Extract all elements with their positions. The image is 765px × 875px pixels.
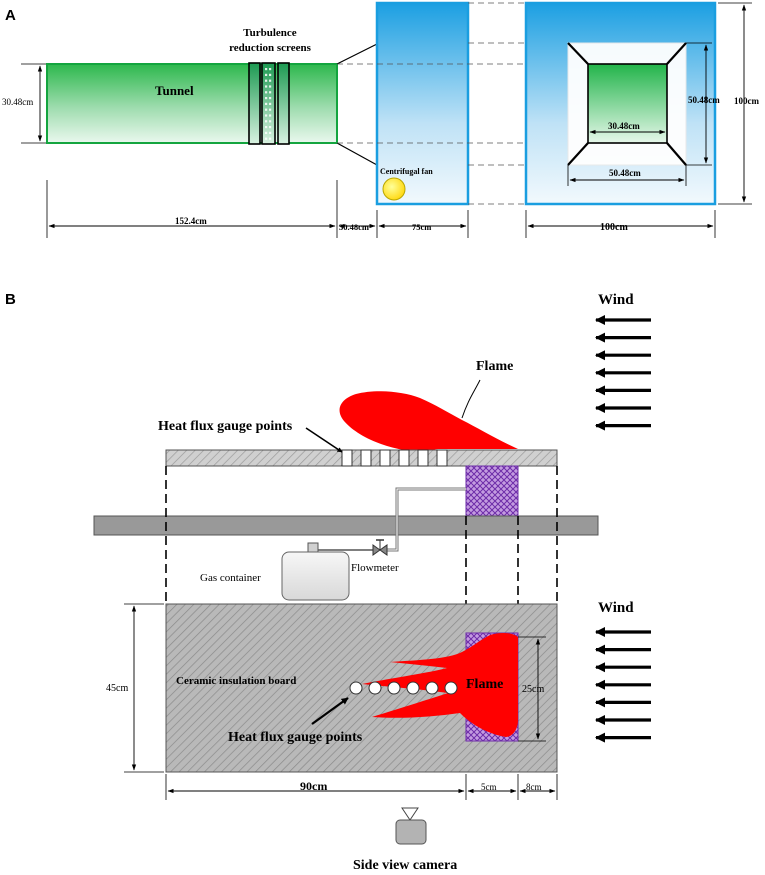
burner-width-label: 5cm: [481, 782, 497, 792]
flowmeter-valve: [372, 539, 388, 556]
gauge-slot: [436, 449, 448, 467]
board-height-label: 45cm: [106, 683, 128, 694]
wind-arrows-top: [594, 314, 651, 431]
flame-leader-line: [461, 379, 481, 419]
gauge-pointer-bottom: [311, 697, 349, 725]
screen-hole: [265, 73, 268, 76]
screen-hole: [265, 114, 268, 117]
screen-hole: [265, 91, 268, 94]
outlet-width-label: 100cm: [600, 222, 628, 233]
tunnel-label: Tunnel: [155, 83, 194, 98]
screen-hole: [269, 79, 272, 82]
screens-label-line1: Turbulence: [243, 27, 297, 39]
screens-label-line2: reduction screens: [229, 42, 311, 54]
centrifugal-fan: [382, 177, 406, 201]
inner-width-label: 30.48cm: [608, 121, 640, 131]
gauge-slot: [379, 449, 391, 467]
fan-box: [375, 1, 470, 206]
tunnel-height-label: 30.48cm: [2, 97, 33, 107]
frame-height-label: 50.48cm: [688, 95, 720, 105]
screen-hole: [265, 79, 268, 82]
gauge-point: [349, 681, 363, 695]
screen-hole: [269, 108, 272, 111]
gas-pipe-inner: [382, 488, 466, 551]
projection-lines: [337, 2, 526, 205]
screen-hole: [265, 97, 268, 100]
frame-corner-lines: [567, 42, 687, 166]
screen-hole: [269, 126, 272, 129]
screen-hole: [265, 120, 268, 123]
gauge-slot: [360, 449, 372, 467]
bottom-dimension-extensions: [46, 180, 716, 238]
burner-height-label: 25cm: [522, 684, 544, 695]
board-label: Ceramic insulation board: [176, 675, 296, 687]
screen-hole: [265, 68, 268, 71]
support-beam: [93, 515, 599, 536]
board-dimension-extensions: [165, 774, 558, 800]
screen-hole: [269, 102, 272, 105]
flowmeter-label: Flowmeter: [351, 562, 399, 574]
wind-label-top: Wind: [598, 292, 634, 308]
fan-box-label: 75cm: [412, 222, 431, 232]
screen-hole: [269, 85, 272, 88]
screen-hole: [269, 120, 272, 123]
contraction-line-bottom: [336, 142, 378, 166]
wind-label-bottom: Wind: [598, 600, 634, 616]
gauge-point: [406, 681, 420, 695]
gauge-label-bottom: Heat flux gauge points: [228, 730, 363, 745]
tunnel-length-label: 152.4cm: [175, 216, 207, 226]
burner-side-view: [465, 465, 519, 517]
camera-label: Side view camera: [353, 858, 457, 873]
panel-b-letter: B: [5, 291, 16, 308]
screen-hole: [269, 97, 272, 100]
flame-side-view: [339, 391, 518, 451]
tunnel-body: [46, 63, 338, 144]
screen-hole: [265, 108, 268, 111]
panel-a-letter: A: [5, 7, 16, 24]
outlet-inner-section: [587, 63, 668, 144]
gauge-slot: [398, 449, 410, 467]
screen-hole: [269, 91, 272, 94]
screen-hole: [265, 137, 268, 140]
screen-hole: [269, 73, 272, 76]
screen-hole: [269, 114, 272, 117]
flame-label-top: Flame: [476, 359, 513, 374]
gas-container-label: Gas container: [200, 572, 261, 584]
gas-container: [281, 551, 350, 601]
screen-hole: [269, 131, 272, 134]
screen-hole: [265, 126, 268, 129]
flame-label-bottom: Flame: [466, 677, 503, 692]
board-length-label: 90cm: [300, 779, 327, 793]
screen-hole: [265, 85, 268, 88]
gauge-point: [368, 681, 382, 695]
gauge-slots-side: [341, 449, 448, 467]
gauge-point: [425, 681, 439, 695]
gauge-label-top: Heat flux gauge points: [158, 419, 293, 434]
contraction-label: 30.48cm: [339, 222, 369, 232]
downstream-label: 8cm: [526, 782, 542, 792]
contraction-line-top: [336, 43, 378, 65]
gas-valve-neck: [307, 542, 319, 553]
gauge-slot: [341, 449, 353, 467]
gauge-pointer-top: [305, 427, 343, 453]
fan-label: Centrifugal fan: [380, 167, 433, 176]
turbulence-screens: [248, 62, 290, 145]
wind-arrows-bottom: [594, 626, 651, 743]
outer-height-label: 100cm: [734, 96, 759, 106]
screen-hole: [265, 131, 268, 134]
gauge-point: [387, 681, 401, 695]
frame-width-label: 50.48cm: [609, 168, 641, 178]
side-view-camera: [395, 807, 427, 845]
screen-hole: [269, 68, 272, 71]
screen-hole: [269, 137, 272, 140]
gauge-slot: [417, 449, 429, 467]
flame-top-view: [362, 632, 518, 737]
screen-hole: [265, 102, 268, 105]
projection-lines-b: [165, 466, 558, 604]
gauge-point: [444, 681, 458, 695]
gauge-points-top: [349, 681, 458, 695]
